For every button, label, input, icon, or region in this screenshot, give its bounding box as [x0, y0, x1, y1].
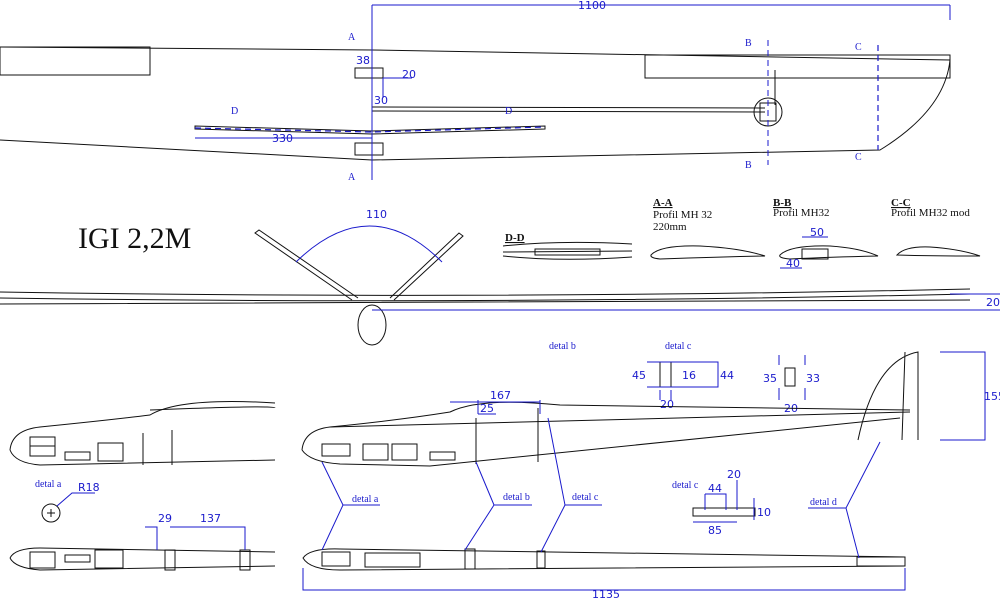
cut-b-top: B [745, 38, 752, 49]
dim-29: 29 [158, 512, 172, 525]
vtail-angle: 110 [366, 208, 387, 221]
dim-167: 167 [490, 389, 511, 402]
section-dd-label: D-D [505, 232, 525, 244]
model-title: IGI 2,2M [78, 222, 191, 255]
detal-c-top: detal c [665, 341, 692, 352]
dihedral-dim: 20 [986, 296, 1000, 309]
fuselage-left: 29 137 [9, 401, 276, 571]
dim-155: 155 [984, 390, 1000, 403]
details: detal b detal c 45 16 44 20 35 33 20 det… [35, 341, 820, 537]
dim-137: 137 [200, 512, 221, 525]
c3-44: 44 [708, 482, 722, 495]
c1-16: 16 [682, 369, 696, 382]
cut-d-right: D [505, 106, 512, 117]
section-aa-chord: 220mm [653, 221, 687, 233]
section-cc-profile: Profil MH32 mod [891, 207, 970, 219]
section-aa-profile: Profil MH 32 [653, 209, 712, 221]
c2-33: 33 [806, 372, 820, 385]
dim-25: 25 [480, 402, 494, 415]
r18-dim: R18 [78, 481, 100, 494]
dim-30: 30 [374, 94, 388, 107]
wing-top-view: 1100 38 20 30 330 A A B B C C D D [0, 0, 951, 183]
c1-45: 45 [632, 369, 646, 382]
cut-d-left: D [231, 106, 238, 117]
c3-20: 20 [727, 468, 741, 481]
c3-85: 85 [708, 524, 722, 537]
section-bb-label: B-B [773, 197, 792, 209]
detal-c-bottom: detal c [672, 480, 699, 491]
span-dimension: 1100 [578, 0, 606, 12]
dim-50: 50 [810, 226, 824, 239]
cut-b-bottom: B [745, 160, 752, 171]
detal-d-side: detal d [810, 497, 837, 508]
fuselage-side-view: 167 25 155 1135 detal a detal b detal c … [301, 351, 1000, 598]
c1-20: 20 [660, 398, 674, 411]
cut-a-top: A [348, 32, 356, 43]
dim-38: 38 [356, 54, 370, 67]
detal-a-left: detal a [35, 479, 62, 490]
detal-b-top: detal b [549, 341, 576, 352]
sections: D-D A-A Profil MH 32 220mm B-B Profil MH… [502, 197, 981, 270]
detal-c-side: detal c [572, 492, 599, 503]
cut-a-bottom: A [348, 172, 356, 183]
detal-b-side: detal b [503, 492, 530, 503]
length-dim: 1135 [592, 588, 620, 598]
c3-10: 10 [757, 506, 771, 519]
front-view: 110 20 [0, 208, 1000, 346]
section-aa-label: A-A [653, 197, 673, 209]
dim-40: 40 [786, 257, 800, 270]
detal-a-side: detal a [352, 494, 379, 505]
c2-35: 35 [763, 372, 777, 385]
cut-c-top: C [855, 42, 862, 53]
dim-330: 330 [272, 132, 293, 145]
section-cc-label: C-C [891, 197, 911, 209]
dim-20: 20 [402, 68, 416, 81]
cut-c-bottom: C [855, 152, 862, 163]
c1-44: 44 [720, 369, 734, 382]
section-bb-profile: Profil MH32 [773, 207, 830, 219]
